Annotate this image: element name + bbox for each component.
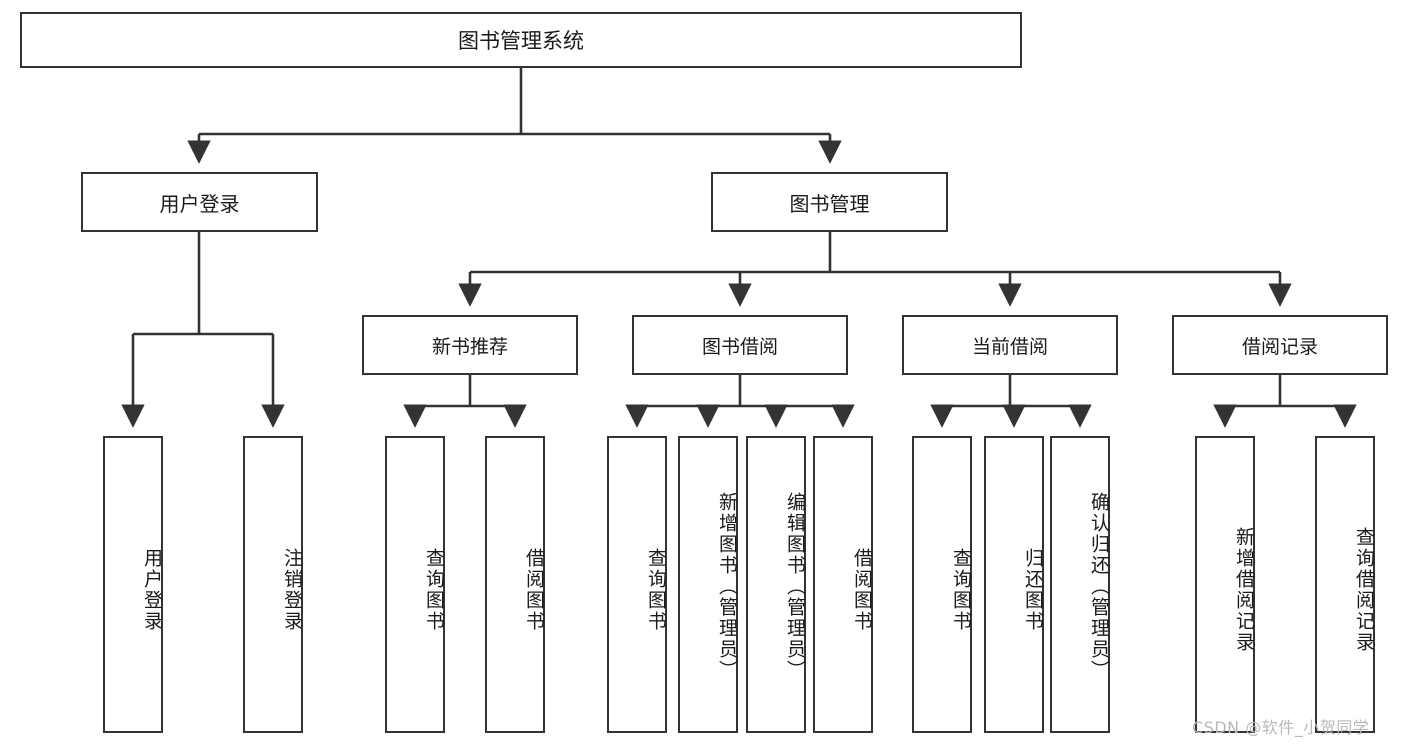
node-leaf-cb-return[interactable]: 归还图书: [984, 436, 1044, 733]
edge-userlogin-to-leaves: [121, 232, 285, 428]
node-leaf-cb-return-label: 归还图书: [1022, 547, 1044, 632]
node-leaf-bb-edit-label: 编辑图书（管理员）: [784, 492, 806, 681]
node-leaf-rec-query[interactable]: 查询图书: [385, 436, 445, 733]
node-leaf-user-login[interactable]: 用户登录: [103, 436, 163, 733]
node-leaf-br-query[interactable]: 查询借阅记录: [1315, 436, 1375, 733]
node-leaf-br-query-label: 查询借阅记录: [1353, 526, 1375, 653]
node-leaf-rec-query-label: 查询图书: [423, 547, 445, 632]
node-leaf-rec-borrow-label: 借阅图书: [523, 547, 545, 632]
node-leaf-cb-query[interactable]: 查询图书: [912, 436, 972, 733]
node-leaf-bb-add-label: 新增图书（管理员）: [716, 492, 738, 681]
node-current-borrow-label: 当前借阅: [971, 335, 1048, 358]
node-book-borrow[interactable]: 图书借阅: [632, 315, 848, 375]
node-book-borrow-label: 图书借阅: [701, 335, 778, 358]
edge-currentborrow-to-leaves: [930, 375, 1092, 428]
node-leaf-br-add-label: 新增借阅记录: [1233, 526, 1255, 653]
node-leaf-bb-borrow[interactable]: 借阅图书: [813, 436, 873, 733]
node-leaf-bb-add[interactable]: 新增图书（管理员）: [678, 436, 738, 733]
node-user-login[interactable]: 用户登录: [81, 172, 318, 232]
node-borrow-record[interactable]: 借阅记录: [1172, 315, 1388, 375]
node-new-book-rec-label: 新书推荐: [431, 335, 508, 358]
node-leaf-bb-borrow-label: 借阅图书: [851, 547, 873, 632]
node-leaf-rec-borrow[interactable]: 借阅图书: [485, 436, 545, 733]
edge-bookborrow-to-leaves: [625, 375, 855, 428]
node-user-login-label: 用户登录: [159, 191, 240, 216]
node-root-system[interactable]: 图书管理系统: [20, 12, 1022, 68]
edge-bookmanage-to-level3: [458, 232, 1292, 307]
csdn-watermark: CSDN @软件_小贺同学: [1192, 718, 1370, 737]
node-leaf-bb-edit[interactable]: 编辑图书（管理员）: [746, 436, 806, 733]
edge-root-to-level2: [187, 68, 842, 164]
node-leaf-user-login-label: 用户登录: [141, 547, 163, 632]
node-leaf-cb-confirm-label: 确认归还（管理员）: [1088, 492, 1110, 681]
node-book-manage-label: 图书管理: [789, 191, 870, 216]
node-leaf-br-add[interactable]: 新增借阅记录: [1195, 436, 1255, 733]
node-root-system-label: 图书管理系统: [458, 29, 584, 53]
edge-borrowrecord-to-leaves: [1213, 375, 1357, 428]
node-leaf-bb-query[interactable]: 查询图书: [607, 436, 667, 733]
node-leaf-user-logout-label: 注销登录: [281, 547, 303, 632]
edge-newbookrec-to-leaves: [403, 375, 527, 428]
node-leaf-user-logout[interactable]: 注销登录: [243, 436, 303, 733]
node-current-borrow[interactable]: 当前借阅: [902, 315, 1118, 375]
node-leaf-cb-query-label: 查询图书: [950, 547, 972, 632]
node-leaf-bb-query-label: 查询图书: [645, 547, 667, 632]
node-book-manage[interactable]: 图书管理: [711, 172, 948, 232]
node-borrow-record-label: 借阅记录: [1241, 335, 1318, 358]
node-leaf-cb-confirm[interactable]: 确认归还（管理员）: [1050, 436, 1110, 733]
node-new-book-rec[interactable]: 新书推荐: [362, 315, 578, 375]
